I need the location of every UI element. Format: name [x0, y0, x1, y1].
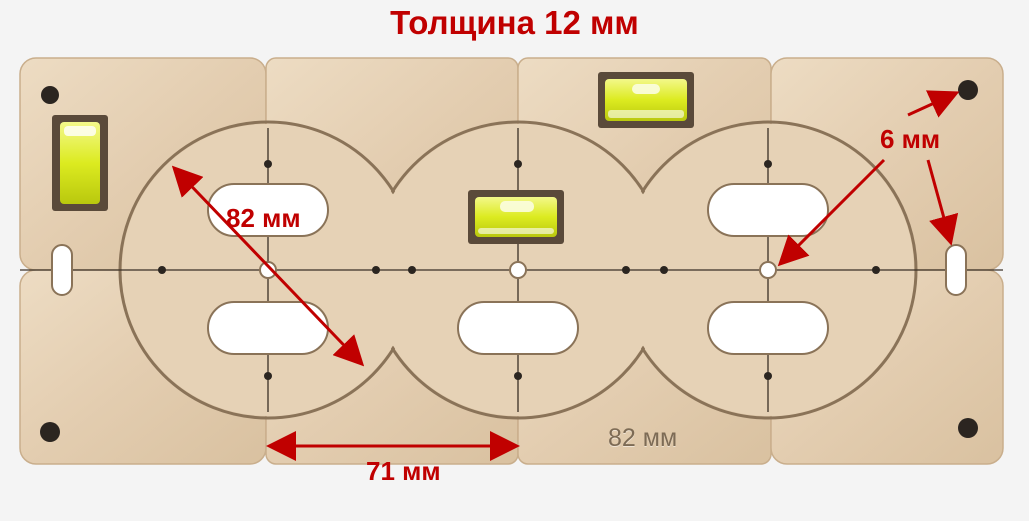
spacing-label: 71 мм	[366, 456, 441, 486]
hole-arrow-top	[907, 90, 960, 118]
spirit-level-top	[598, 72, 694, 128]
hole-arrow-center	[777, 158, 886, 267]
spirit-level-left	[52, 115, 108, 211]
mounting-holes	[40, 80, 978, 442]
small-holes	[158, 160, 880, 380]
slot-bottom-right	[707, 301, 829, 355]
hole-arrow-slot	[926, 159, 959, 246]
slot-side-right	[945, 244, 967, 296]
diameter-arrow	[171, 165, 365, 367]
slot-bottom-middle	[457, 301, 579, 355]
slot-top-right	[707, 183, 829, 237]
engraved-dimension: 82 мм	[608, 424, 678, 452]
dimension-arrows	[171, 90, 960, 461]
spirit-level-center	[468, 190, 564, 244]
hole-size-label: 6 мм	[880, 124, 941, 154]
thickness-title: Толщина 12 мм	[390, 4, 639, 41]
diameter-label: 82 мм	[226, 203, 301, 233]
slot-side-left	[51, 244, 73, 296]
